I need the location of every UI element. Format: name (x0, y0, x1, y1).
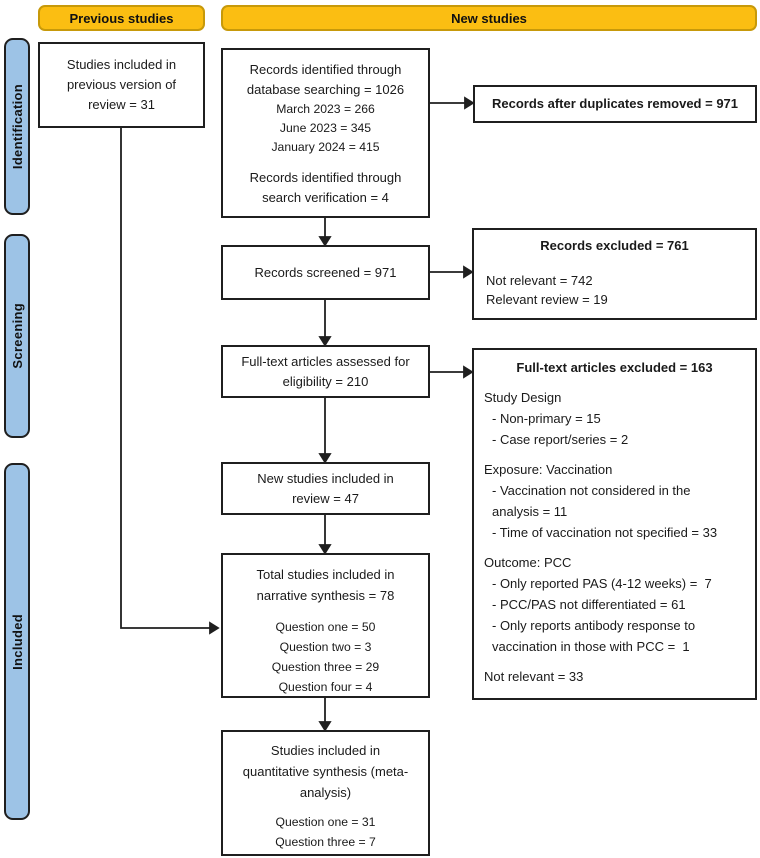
phase-bar-included-label: Included (9, 613, 25, 670)
box-records-identified: Records identified through database sear… (221, 48, 430, 218)
box-previous-studies-text: Studies included in previous version of … (66, 57, 177, 112)
records-identified-monthly-counts: March 2023 = 266 June 2023 = 345 January… (271, 102, 380, 154)
header-previous-studies: Previous studies (38, 5, 205, 31)
arrowhead-fulltext-to-excluded (463, 365, 474, 379)
phase-bar-screening-label: Screening (9, 303, 25, 369)
box-previous-studies: Studies included in previous version of … (38, 42, 205, 128)
fulltext-excluded-group-heading: Study Design (484, 390, 562, 405)
box-records-screened: Records screened = 971 (221, 245, 430, 300)
records-identified-verification-text: Records identified through search verifi… (249, 170, 402, 205)
fulltext-excluded-group-study-design: Study Design - Non-primary = 15 - Case r… (474, 387, 755, 450)
phase-bar-included: Included (4, 463, 30, 820)
records-screened-label: Records screened = 971 (254, 264, 397, 280)
phase-bar-screening: Screening (4, 234, 30, 438)
fulltext-excluded-group-items: - Non-primary = 15 - Case report/series … (492, 411, 629, 447)
fulltext-excluded-group-heading: Exposure: Vaccination (484, 462, 613, 477)
new-studies-text: New studies included in review = 47 (257, 470, 394, 506)
fulltext-excluded-group-outcome: Outcome: PCC - Only reported PAS (4-12 w… (474, 552, 755, 657)
arrowhead-identified-to-duplicates (464, 96, 475, 110)
quantitative-synthesis-text: Studies included in quantitative synthes… (242, 743, 409, 800)
narrative-synthesis-text: Total studies included in narrative synt… (256, 567, 395, 603)
records-identified-database-text: Records identified through database sear… (246, 62, 405, 97)
fulltext-excluded-group-exposure: Exposure: Vaccination - Vaccination not … (474, 459, 755, 543)
arrowhead-fulltext-to-new-studies (318, 453, 332, 464)
header-previous-studies-label: Previous studies (69, 10, 174, 26)
phase-bar-identification-label: Identification (9, 83, 25, 170)
box-narrative-synthesis: Total studies included in narrative synt… (221, 553, 430, 698)
arrowhead-screened-to-fulltext (318, 336, 332, 347)
fulltext-assessed-text: Full-text articles assessed for eligibil… (241, 353, 410, 389)
fulltext-excluded-group-heading: Outcome: PCC (484, 555, 572, 570)
duplicates-removed-label: Records after duplicates removed = 971 (491, 96, 739, 111)
header-new-studies-label: New studies (451, 10, 527, 26)
box-fulltext-assessed: Full-text articles assessed for eligibil… (221, 345, 430, 398)
arrowhead-new-studies-to-narrative (318, 544, 332, 555)
box-records-excluded: Records excluded = 761 Not relevant = 74… (472, 228, 757, 320)
header-new-studies: New studies (221, 5, 757, 31)
arrowhead-previous-to-narrative (209, 621, 220, 635)
phase-bar-identification: Identification (4, 38, 30, 215)
arrow-previous-to-narrative (120, 128, 210, 629)
records-excluded-items: Not relevant = 742 Relevant review = 19 (486, 273, 608, 307)
arrowhead-narrative-to-quantitative (318, 721, 332, 732)
records-excluded-title: Records excluded = 761 (540, 238, 689, 253)
box-new-studies: New studies included in review = 47 (221, 462, 430, 515)
arrowhead-screened-to-excluded (463, 265, 474, 279)
arrowhead-identified-to-screened (318, 236, 332, 247)
box-quantitative-synthesis: Studies included in quantitative synthes… (221, 730, 430, 856)
narrative-synthesis-questions: Question one = 50 Question two = 3 Quest… (271, 620, 380, 694)
box-duplicates-removed: Records after duplicates removed = 971 (473, 85, 757, 123)
fulltext-excluded-group-items: - Vaccination not considered in the anal… (492, 483, 718, 540)
fulltext-excluded-group-items: - Only reported PAS (4-12 weeks) = 7 - P… (492, 576, 712, 654)
fulltext-excluded-footer: Not relevant = 33 (484, 669, 584, 684)
quantitative-synthesis-questions: Question one = 31 Question three = 7 (275, 815, 376, 849)
box-fulltext-excluded: Full-text articles excluded = 163 Study … (472, 348, 757, 700)
fulltext-excluded-title: Full-text articles excluded = 163 (516, 360, 713, 375)
